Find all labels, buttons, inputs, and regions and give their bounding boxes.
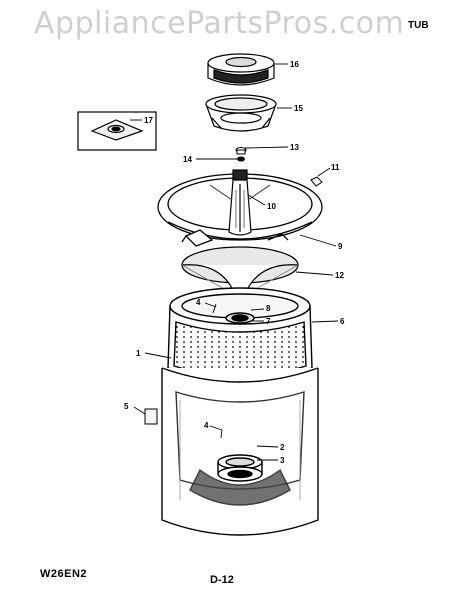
part-12-inner-cone [181,246,299,299]
callout-12: 12 [335,271,344,280]
callout-7: 7 [266,317,271,326]
part-10-agitator-shaft [209,169,271,236]
part-1-outer-tub [161,367,319,536]
callout-15: 15 [294,104,303,113]
callout-13: 13 [290,143,299,152]
callout-17: 17 [144,116,153,125]
part-13-14-nut [235,147,247,162]
watermark: AppliancePartsPros.com [34,6,405,41]
part-16-cap [207,53,275,86]
callout-6: 6 [340,317,345,326]
page-number: D-12 [210,574,234,586]
callout-4a: 4 [196,298,201,307]
callout-11: 11 [331,163,340,172]
leader-lines [130,63,339,461]
callout-8: 8 [266,304,271,313]
callout-14: 14 [183,155,192,164]
part-6-basket [167,287,313,380]
callout-16: 16 [290,60,299,69]
part-17-seal-inset [77,111,157,151]
section-label: TUB [408,20,429,31]
callout-10: 10 [267,202,276,211]
callout-2: 2 [280,443,285,452]
callout-9: 9 [338,242,343,251]
callout-5: 5 [124,402,129,411]
callout-4b: 4 [204,421,209,430]
model-number: W26EN2 [40,568,88,580]
part-15-ring [205,94,277,132]
callout-labels: 1 2 3 4 4 5 6 7 8 9 10 11 12 13 14 15 16… [124,60,345,465]
callout-3: 3 [280,456,285,465]
part-5-tag [144,408,158,425]
callout-1: 1 [136,349,141,358]
part-11-clip [310,176,323,187]
